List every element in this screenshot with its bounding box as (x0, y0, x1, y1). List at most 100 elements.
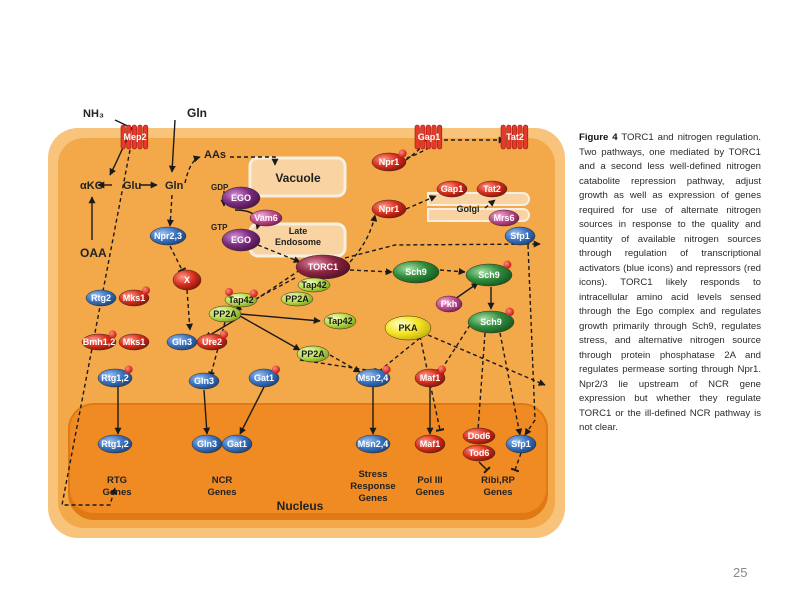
aas-label: AAs (204, 149, 226, 161)
pathway-edge (230, 156, 279, 166)
node-label: Sfp1 (511, 439, 531, 449)
node-label: Sfp1 (510, 231, 530, 241)
node-ego2: EGO (221, 228, 261, 252)
node-maf1-c: Maf1 (414, 365, 446, 388)
pathway-edge (169, 245, 187, 273)
node-label: Npr1 (379, 204, 400, 214)
node-pka: PKA (384, 315, 432, 341)
nucleus: Nucleus (68, 403, 548, 520)
permease-label: Mep2 (123, 132, 146, 142)
node-label: X (184, 275, 190, 285)
pathway-edge (184, 155, 201, 184)
node-npr1-b: Npr1 (371, 199, 407, 219)
pathway-edge (478, 461, 491, 474)
phosphate-dot (272, 365, 280, 374)
phosphate-dot (503, 260, 512, 269)
node-mks1-a: Mks1 (118, 286, 150, 307)
node-label: Gat1 (227, 439, 247, 449)
node-label: Gln3 (194, 376, 214, 386)
node-tap42-c: Tap42 (323, 312, 357, 330)
node-label: Sch9 (478, 270, 500, 280)
oaa-label: OAA (80, 246, 107, 260)
phosphate-dot (438, 365, 446, 374)
node-ego1: EGO (221, 186, 261, 210)
node-gat1-n: Gat1 (221, 434, 253, 454)
node-gat1-c: Gat1 (248, 365, 280, 388)
node-label: Maf1 (420, 373, 441, 383)
nh3-label: NH₃ (83, 108, 104, 120)
pathway-edge (419, 335, 445, 432)
akg-label: αKG (80, 180, 103, 192)
node-label: PP2A (285, 294, 309, 304)
pathway-edge (239, 386, 265, 435)
node-label: PP2A (301, 349, 325, 359)
node-label: Ure2 (202, 337, 222, 347)
permease-tat2-pm: Tat2 (500, 124, 529, 150)
node-label: EGO (231, 235, 251, 245)
node-label: Tod6 (469, 448, 490, 458)
node-gln3-b: Gln3 (188, 372, 220, 390)
figure-caption: Figure 4 TORC1 and nitrogen regulation. … (579, 131, 761, 436)
nucleus-label: Nucleus (277, 499, 324, 513)
node-label: Rtg2 (91, 293, 111, 303)
node-label: Pkh (441, 299, 458, 309)
phosphate-dot (220, 330, 228, 339)
node-label: Gat1 (254, 373, 274, 383)
node-label: Gln3 (197, 439, 217, 449)
pathway-edge (510, 452, 522, 473)
node-label: Tap42 (228, 295, 253, 305)
caption-title: Figure 4 (579, 132, 618, 143)
pathway-edge (329, 354, 361, 373)
pathway-edge (349, 268, 393, 276)
node-msn24-c: Msn2,4 (355, 365, 391, 388)
node-rtg2: Rtg2 (85, 289, 117, 307)
pathway-edge (435, 324, 471, 376)
pathway-edge (427, 334, 546, 386)
pathway-edge (239, 313, 321, 324)
node-msn24-n: Msn2,4 (355, 434, 391, 454)
node-label: Gap1 (441, 184, 464, 194)
node-label: Tat2 (483, 184, 501, 194)
node-mrs6: Mrs6 (488, 209, 520, 227)
node-label: Npr2,3 (154, 231, 182, 241)
pathway-edge (524, 244, 536, 436)
node-maf1-n: Maf1 (414, 434, 446, 454)
pathway-edge (257, 244, 301, 263)
gln-external-label: Gln (187, 106, 207, 120)
phosphate-dot (249, 289, 258, 298)
node-label: PP2A (213, 309, 237, 319)
vacuole-label: Vacuole (275, 171, 321, 185)
node-label: Sch9 (480, 317, 502, 327)
gln-label: Gln (165, 180, 184, 192)
pathway-edge (61, 149, 131, 506)
node-torc1: TORC1 (295, 254, 351, 280)
permease-gap1-pm: Gap1 (414, 124, 443, 150)
node-label: Rtg1,2 (101, 439, 129, 449)
node-vam6: Vam6 (249, 209, 283, 227)
vacuole: Vacuole (248, 156, 347, 198)
pathway-edge (239, 315, 301, 351)
pathway-edge (454, 282, 479, 300)
pathway-edge (203, 389, 211, 435)
node-pkh: Pkh (435, 295, 463, 313)
gtp-label: GTP (211, 223, 228, 232)
phosphate-dot (124, 365, 133, 374)
node-label: Rtg1,2 (101, 373, 129, 383)
phosphate-dot (382, 365, 391, 374)
node-npr1-a: Npr1 (371, 149, 407, 172)
node-pp2a-c: PP2A (296, 345, 330, 363)
node-sfp1-c: Sfp1 (504, 226, 536, 246)
node-gln3-a: Gln3 (166, 333, 198, 351)
pathway-edge (166, 194, 174, 227)
node-tat2-g: Tat2 (476, 180, 508, 198)
permease-label: Tat2 (506, 132, 524, 142)
node-label: Npr1 (379, 157, 400, 167)
node-npr23: Npr2,3 (149, 226, 187, 246)
pathway-edge (405, 195, 437, 210)
gdp-label: GDP (211, 183, 229, 192)
node-label: Tap42 (301, 280, 326, 290)
